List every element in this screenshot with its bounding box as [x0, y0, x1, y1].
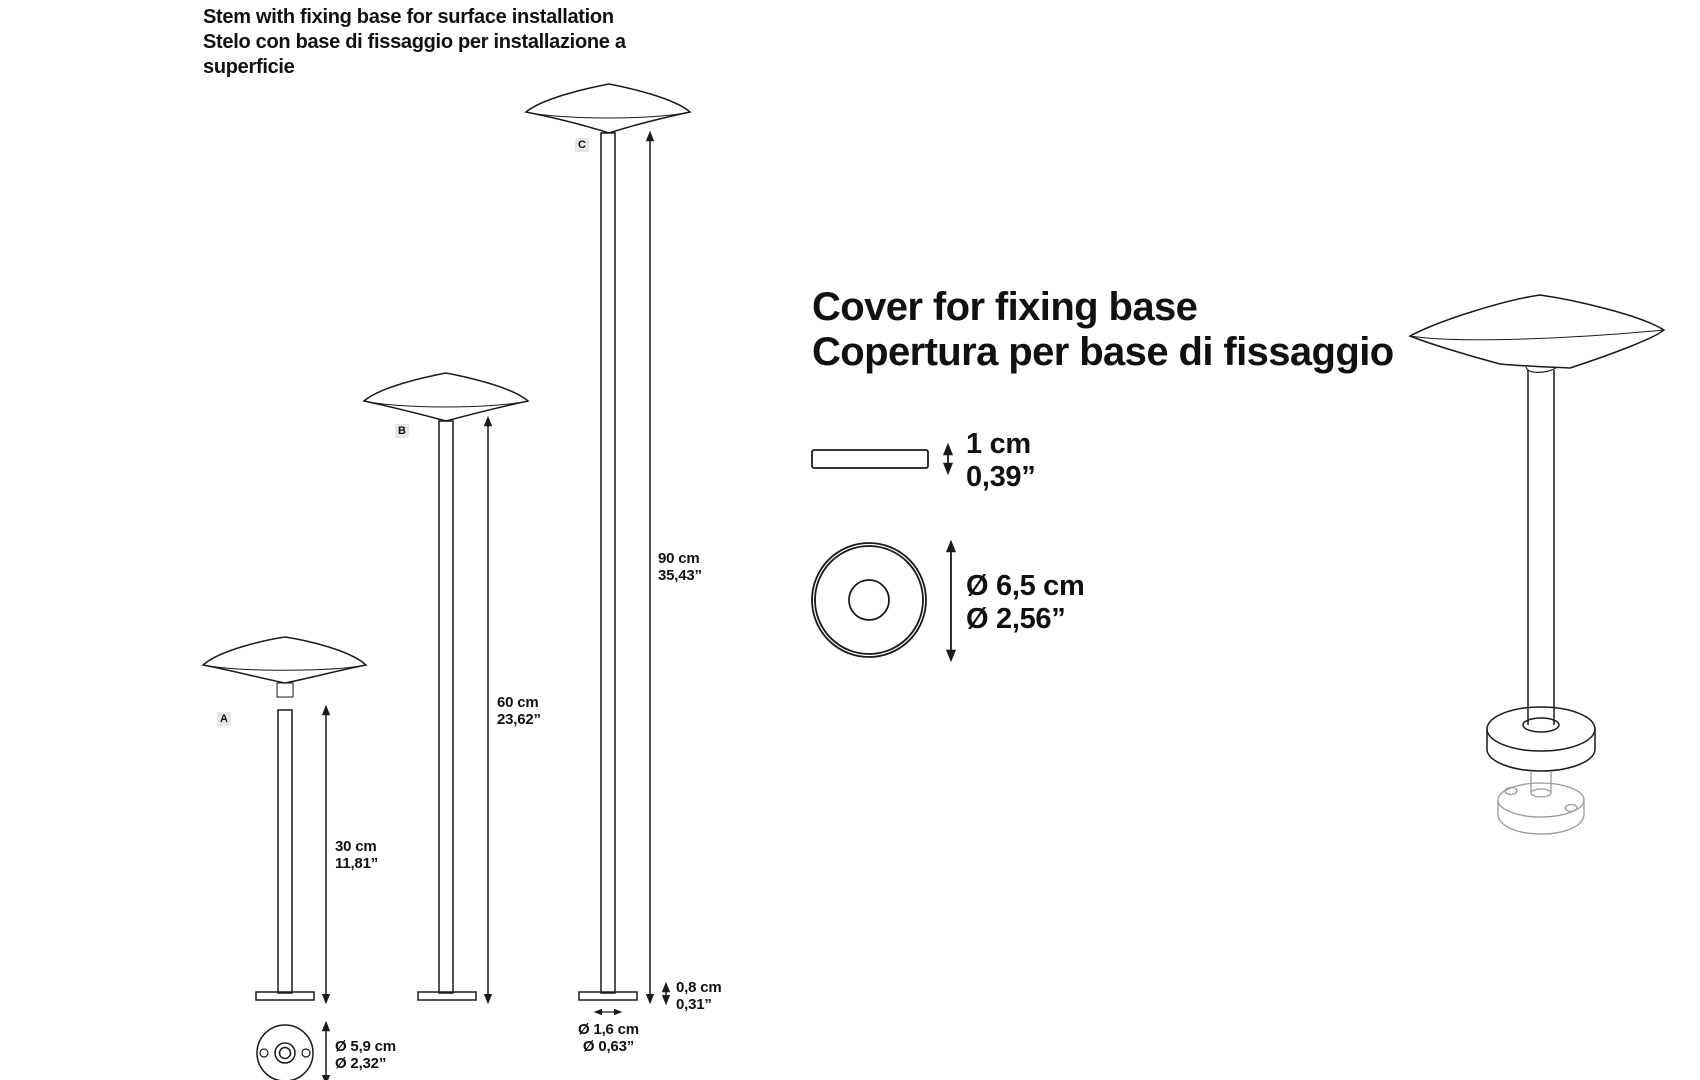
- lamp-a-stem: [277, 709, 293, 994]
- lamp-a-connector: [276, 682, 294, 698]
- stem-diameter-cm: Ø 1,6 cm: [578, 1021, 639, 1038]
- perspective-base-faded: [1497, 771, 1585, 835]
- cover-top-view: [811, 539, 957, 663]
- stem-diameter-in: Ø 0,63”: [582, 1038, 635, 1055]
- header-line-1: Stem with fixing base for surface instal…: [203, 6, 614, 28]
- lamp-c-shade: [524, 83, 692, 134]
- height-a-cm: 30 cm: [335, 838, 377, 855]
- base-plate-top-view: [256, 1020, 331, 1080]
- tag-b: B: [395, 424, 409, 438]
- base-thickness-in: 0,31”: [676, 996, 712, 1013]
- lamp-perspective-view: [1408, 294, 1666, 835]
- base-diameter-cm: Ø 5,9 cm: [335, 1038, 396, 1055]
- tag-a: A: [217, 712, 231, 726]
- cover-thickness-cm: 1 cm: [966, 428, 1031, 460]
- cover-title-en: Cover for fixing base: [812, 285, 1198, 329]
- height-b-cm: 60 cm: [497, 694, 539, 711]
- lamp-b-base: [417, 991, 477, 1001]
- height-c-in: 35,43”: [658, 567, 702, 584]
- height-c-label: 90 cm 35,43”: [658, 550, 702, 584]
- lamp-b: [362, 372, 530, 1005]
- perspective-cover: [1486, 706, 1596, 752]
- height-a-in: 11,81”: [335, 855, 379, 872]
- cover-diameter-label: Ø 6,5 cm Ø 2,56”: [966, 570, 1085, 636]
- tag-c: C: [575, 138, 589, 152]
- lamp-c: [524, 83, 692, 1016]
- cover-diameter-in: Ø 2,56”: [966, 603, 1066, 635]
- base-diameter-in: Ø 2,32”: [335, 1055, 387, 1072]
- cover-side-view: [811, 442, 954, 476]
- lamp-c-base: [578, 991, 638, 1001]
- lamp-a-shade: [201, 636, 368, 684]
- lamp-a: [201, 636, 368, 1005]
- height-c-cm: 90 cm: [658, 550, 700, 567]
- lamp-b-stem: [438, 420, 454, 994]
- lamp-a-base: [255, 991, 315, 1001]
- height-b-in: 23,62”: [497, 711, 541, 728]
- height-b-label: 60 cm 23,62”: [497, 694, 541, 728]
- header-line-3: superficie: [203, 56, 295, 78]
- lamp-c-stem: [600, 132, 616, 994]
- stem-diameter-label: Ø 1,6 cm Ø 0,63”: [578, 1021, 639, 1055]
- base-diameter-label: Ø 5,9 cm Ø 2,32”: [335, 1038, 396, 1072]
- height-a-label: 30 cm 11,81”: [335, 838, 378, 872]
- cover-title: Cover for fixing base Copertura per base…: [812, 285, 1394, 375]
- cover-title-it: Copertura per base di fissaggio: [812, 330, 1394, 374]
- cover-diameter-cm: Ø 6,5 cm: [966, 570, 1085, 602]
- base-thickness-cm: 0,8 cm: [676, 979, 722, 996]
- base-thickness-label: 0,8 cm 0,31”: [676, 979, 722, 1013]
- header-line-2: Stelo con base di fissaggio per installa…: [203, 31, 626, 53]
- cover-thickness-label: 1 cm 0,39”: [966, 428, 1036, 494]
- perspective-shade: [1408, 294, 1666, 369]
- cover-thickness-in: 0,39”: [966, 461, 1036, 493]
- lamp-b-shade: [362, 372, 530, 422]
- header-title: Stem with fixing base for surface instal…: [203, 5, 626, 80]
